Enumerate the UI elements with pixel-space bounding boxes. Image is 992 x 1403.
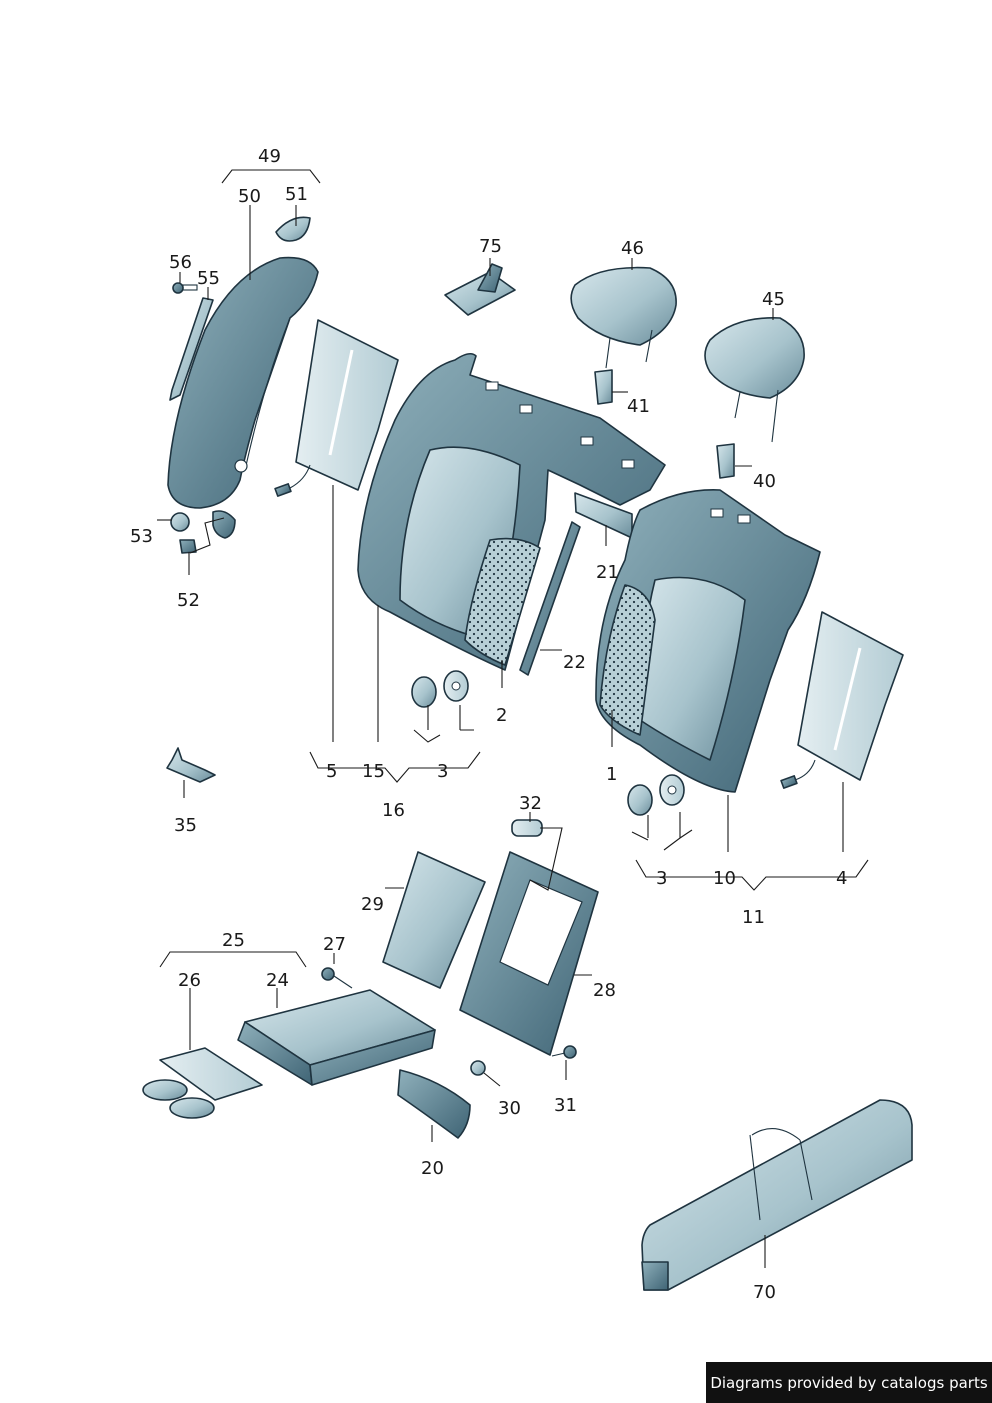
callout-3a: 3 bbox=[437, 761, 448, 782]
callout-52: 52 bbox=[177, 590, 200, 611]
callout-31: 31 bbox=[554, 1095, 577, 1116]
leader-lines bbox=[157, 169, 869, 1268]
part-guide-41 bbox=[594, 369, 613, 405]
part-discs-3b bbox=[627, 774, 685, 816]
part-latch-75 bbox=[444, 263, 516, 316]
part-screw-56 bbox=[172, 282, 198, 294]
callout-27: 27 bbox=[323, 934, 346, 955]
callout-51: 51 bbox=[285, 184, 308, 205]
callout-2: 2 bbox=[496, 705, 507, 726]
callout-41: 41 bbox=[627, 396, 650, 417]
part-cover-20 bbox=[397, 1069, 471, 1139]
part-screw-27 bbox=[321, 967, 353, 989]
part-bolster-cap bbox=[275, 216, 311, 242]
callout-29: 29 bbox=[361, 894, 384, 915]
credit-text: Diagrams provided by catalogs parts bbox=[710, 1373, 988, 1392]
callout-30: 30 bbox=[498, 1098, 521, 1119]
callout-20: 20 bbox=[421, 1158, 444, 1179]
callout-10: 10 bbox=[713, 868, 736, 889]
part-headrest-46 bbox=[570, 266, 677, 369]
part-cupholder-26 bbox=[142, 1047, 263, 1119]
callout-26: 26 bbox=[178, 970, 201, 991]
part-clip-52 bbox=[179, 539, 197, 554]
part-backrest-right bbox=[595, 489, 821, 793]
callout-70: 70 bbox=[753, 1282, 776, 1303]
callout-1: 1 bbox=[606, 764, 617, 785]
callout-40: 40 bbox=[753, 471, 776, 492]
callout-3b: 3 bbox=[656, 868, 667, 889]
part-screw-31 bbox=[551, 1045, 577, 1059]
part-strip-22 bbox=[519, 521, 581, 676]
callout-75: 75 bbox=[479, 236, 502, 257]
callout-16: 16 bbox=[382, 800, 405, 821]
callout-55: 55 bbox=[197, 268, 220, 289]
callout-49: 49 bbox=[258, 146, 281, 167]
callout-53: 53 bbox=[130, 526, 153, 547]
callout-46: 46 bbox=[621, 238, 644, 259]
callout-50: 50 bbox=[238, 186, 261, 207]
callout-15: 15 bbox=[362, 761, 385, 782]
part-side-bolster bbox=[167, 256, 319, 539]
part-bulb-32 bbox=[511, 819, 543, 837]
part-armrest-frame-28 bbox=[459, 851, 599, 1056]
callout-56: 56 bbox=[169, 252, 192, 273]
callout-25: 25 bbox=[222, 930, 245, 951]
part-backrest-left bbox=[357, 352, 666, 671]
callout-45: 45 bbox=[762, 289, 785, 310]
callout-35: 35 bbox=[174, 815, 197, 836]
part-panel-5 bbox=[274, 319, 399, 497]
callout-5: 5 bbox=[326, 761, 337, 782]
part-panel-4 bbox=[780, 611, 904, 789]
part-clip-53 bbox=[170, 512, 190, 532]
callout-11: 11 bbox=[742, 907, 765, 928]
part-discs-3a bbox=[411, 670, 469, 708]
part-ski-bag-70 bbox=[641, 1099, 913, 1291]
callout-24: 24 bbox=[266, 970, 289, 991]
callout-labels: 49 50 51 56 55 53 52 75 46 45 41 40 21 2… bbox=[130, 146, 847, 1303]
callout-4: 4 bbox=[836, 868, 847, 889]
part-nut-30 bbox=[470, 1060, 486, 1076]
callout-22: 22 bbox=[563, 652, 586, 673]
callout-32: 32 bbox=[519, 793, 542, 814]
part-guide-40 bbox=[716, 443, 735, 479]
part-clip-35 bbox=[166, 747, 216, 783]
credit-banner: Diagrams provided by catalogs parts bbox=[706, 1362, 992, 1403]
part-storage-24 bbox=[237, 989, 436, 1086]
part-flap-29 bbox=[382, 851, 486, 989]
callout-28: 28 bbox=[593, 980, 616, 1001]
part-bracket-55 bbox=[169, 297, 214, 401]
callout-21: 21 bbox=[596, 562, 619, 583]
part-headrest-45 bbox=[704, 317, 805, 443]
